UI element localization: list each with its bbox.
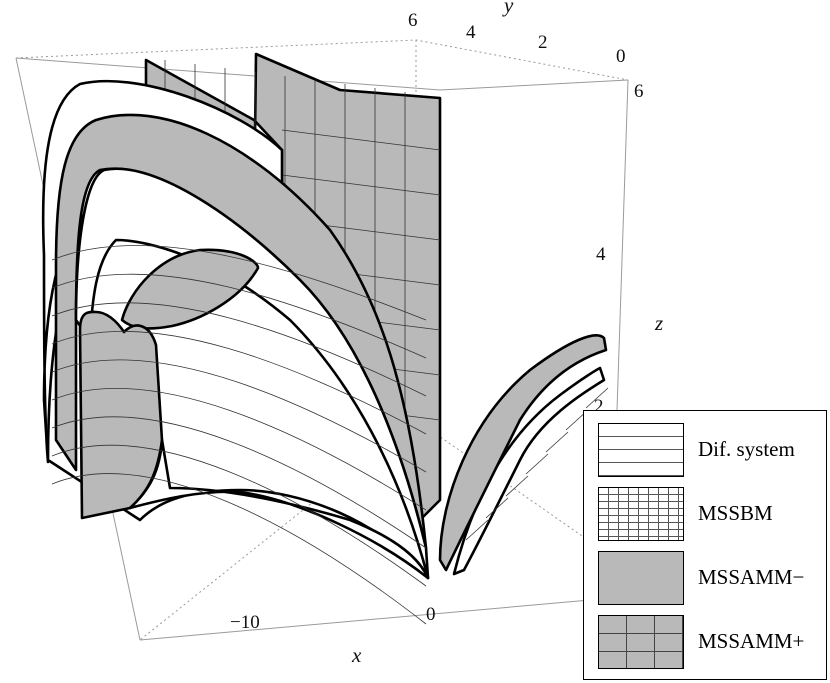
mesh-line	[505, 475, 529, 497]
mesh-line	[51, 444, 427, 587]
y-axis-label: y	[502, 0, 514, 17]
legend-item-dif-system: Dif. system	[598, 423, 824, 479]
x-axis-ticks: −10 0 10 x	[230, 578, 605, 667]
y-tick-4: 4	[466, 22, 476, 43]
z-axis-ticks: 6 4 2 z	[594, 81, 663, 417]
surface-mssamm-minus-front	[78, 310, 430, 580]
mesh-line	[485, 497, 509, 519]
x-tick-neg10: −10	[230, 612, 260, 633]
legend-label-dif-system: Dif. system	[698, 437, 795, 461]
legend-swatch-dif-system	[598, 423, 684, 477]
legend-label-mssbm: MSSBM	[698, 501, 773, 525]
mesh-line	[585, 387, 609, 409]
surface-mssamm-minus-hump	[120, 248, 260, 330]
mesh-lines	[51, 245, 609, 625]
mesh-line	[281, 129, 441, 151]
surface-mssamm-minus-right	[438, 334, 608, 572]
legend-swatch-mssbm	[598, 487, 684, 541]
legend-item-mssbm: MSSBM	[598, 487, 824, 543]
mesh-line	[465, 519, 489, 541]
mesh-line	[51, 302, 427, 397]
legend-item-mssamm-minus: MSSAMM−	[598, 551, 824, 607]
x-axis-label: x	[351, 643, 362, 667]
mesh-line	[51, 416, 427, 549]
z-tick-2: 2	[594, 396, 604, 417]
mesh-line	[51, 245, 427, 321]
z-axis-label: z	[654, 311, 663, 335]
legend: Dif. system MSSBM MSSAMM− MSSAMM+	[583, 410, 827, 680]
z-tick-4: 4	[596, 244, 606, 265]
legend-swatch-mssamm-plus	[598, 615, 684, 669]
mesh-line	[51, 273, 427, 359]
legend-item-mssamm-plus: MSSAMM+	[598, 615, 824, 671]
y-tick-0: 0	[616, 46, 626, 67]
y-tick-2: 2	[538, 32, 548, 53]
y-tick-6: 6	[408, 10, 418, 31]
legend-label-mssamm-minus: MSSAMM−	[698, 565, 805, 589]
legend-label-mssamm-plus: MSSAMM+	[698, 629, 805, 653]
y-axis-ticks: 6 4 2 0 y	[408, 0, 626, 67]
mesh-line	[281, 174, 441, 196]
x-tick-0: 0	[426, 604, 436, 625]
mesh-line	[51, 331, 427, 435]
mesh-line	[51, 473, 427, 625]
legend-swatch-mssamm-minus	[598, 551, 684, 605]
mesh-line	[51, 388, 427, 511]
mesh-line	[51, 359, 427, 473]
z-tick-6: 6	[634, 81, 644, 102]
mesh-line	[545, 431, 569, 453]
mesh-line	[525, 453, 549, 475]
